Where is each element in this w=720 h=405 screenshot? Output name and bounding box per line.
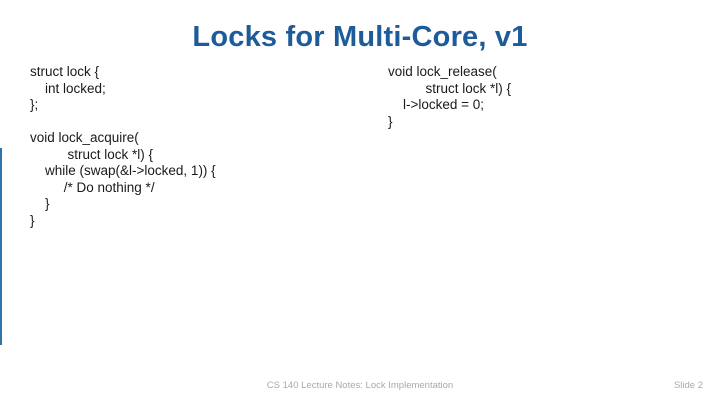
slide-number-label: Slide 2 bbox=[673, 380, 703, 391]
code-block-lock-struct-and-acquire: struct lock { int locked; }; void lock_a… bbox=[30, 64, 216, 228]
code-block-lock-release: void lock_release( struct lock *l) { l->… bbox=[388, 64, 512, 129]
footer-notes: CS 140 Lecture Notes: Lock Implementatio… bbox=[266, 380, 454, 391]
slide-title: Locks for Multi-Core, v1 bbox=[192, 21, 528, 53]
left-accent-bar bbox=[0, 148, 2, 345]
